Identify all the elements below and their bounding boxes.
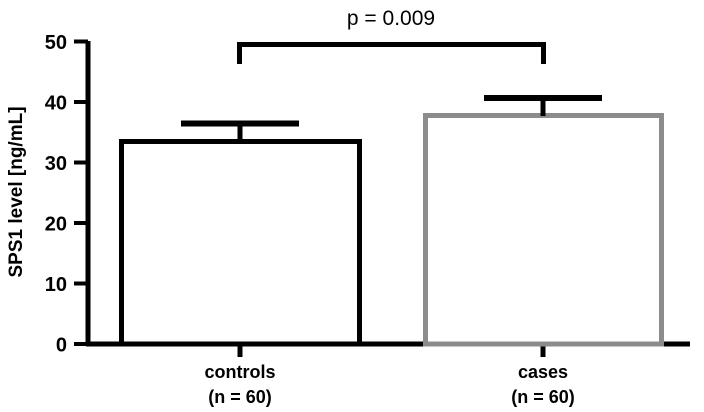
bar-controls[interactable] bbox=[119, 120, 362, 347]
y-axis-label-text: SPS1 level [ng/mL] bbox=[6, 106, 27, 277]
bar-rect-cases[interactable] bbox=[423, 113, 664, 347]
significance-bracket: p = 0.009 bbox=[237, 7, 546, 64]
x-category-label-cases: cases bbox=[518, 362, 568, 382]
x-category-sublabel-cases: (n = 60) bbox=[511, 387, 575, 407]
x-axis-category-labels: controls (n = 60) cases (n = 60) bbox=[204, 362, 574, 407]
p-value-label: p = 0.009 bbox=[347, 7, 435, 30]
y-tick-label-20: 20 bbox=[45, 214, 67, 236]
y-axis-title: SPS1 level [ng/mL] bbox=[6, 106, 27, 277]
significance-bracket-path bbox=[237, 42, 546, 64]
y-tick-label-10: 10 bbox=[45, 274, 67, 296]
y-axis-tick-labels: 50 40 30 20 10 0 bbox=[45, 32, 67, 357]
x-category-sublabel-controls: (n = 60) bbox=[208, 387, 272, 407]
y-tick-label-50: 50 bbox=[45, 32, 67, 54]
y-tick-label-40: 40 bbox=[45, 93, 67, 115]
y-axis-ticks bbox=[74, 39, 88, 346]
y-tick-label-0: 0 bbox=[56, 335, 67, 357]
bar-rect-controls[interactable] bbox=[119, 139, 362, 347]
y-tick-label-30: 30 bbox=[45, 153, 67, 175]
x-category-label-controls: controls bbox=[204, 362, 275, 382]
bar-cases[interactable] bbox=[423, 95, 664, 347]
